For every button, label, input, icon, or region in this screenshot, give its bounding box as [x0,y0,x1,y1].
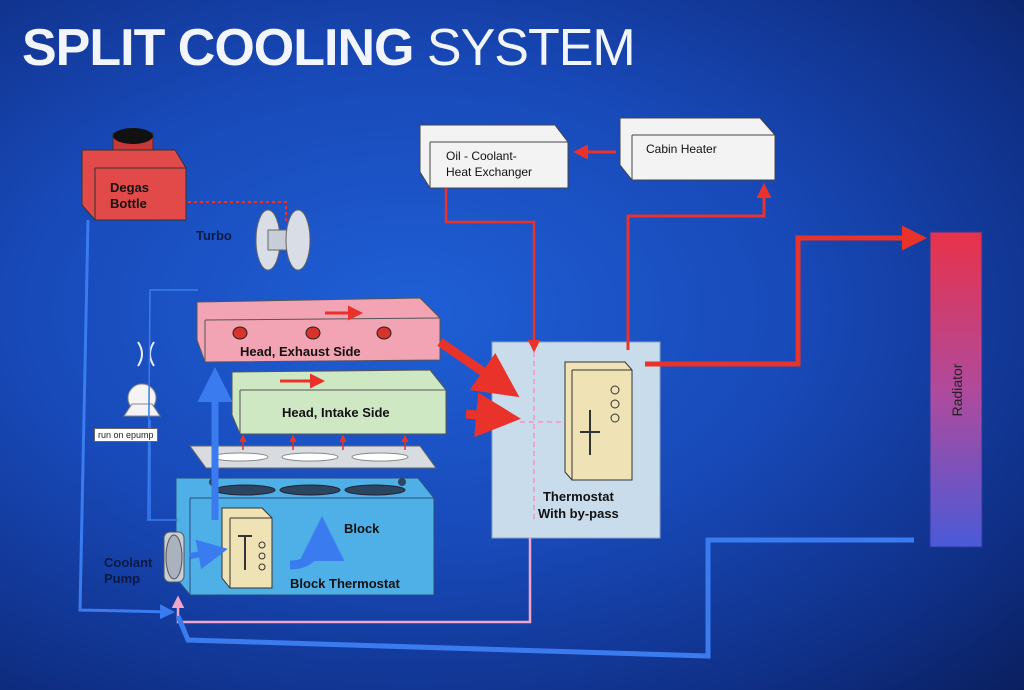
oil-exchanger-label: Oil - Coolant- Heat Exchanger [446,149,533,179]
radiator [929,231,983,548]
turbo-icon [255,209,311,271]
epump-icon [123,383,161,417]
title-thin: SYSTEM [426,19,636,77]
head-intake-label: Head, Intake Side [282,405,390,420]
block-label: Block [344,521,380,536]
coolant-pump-label: Coolant Pump [104,555,153,586]
page-title: SPLIT COOLING SYSTEM [22,18,636,78]
cabin-heater-label: Cabin Heater [646,142,717,156]
title-bold: SPLIT COOLING [22,19,414,77]
thermostat-body [564,361,633,481]
head-intake [231,369,447,435]
thermostat-label: Thermostat With by-pass [538,489,619,521]
radiator-label: Radiator [949,363,965,417]
oil-exchanger-box [419,124,569,189]
orifice-icon [137,341,155,367]
epump-badge: run on epump [94,428,158,442]
degas-bottle-label: Degas Bottle [110,180,150,211]
head-exhaust-label: Head, Exhaust Side [240,344,361,359]
coolant-pump-icon [163,531,185,583]
cabin-heater-box [619,117,776,181]
turbo-label: Turbo [196,228,232,243]
block-thermostat-label: Block Thermostat [290,576,400,591]
